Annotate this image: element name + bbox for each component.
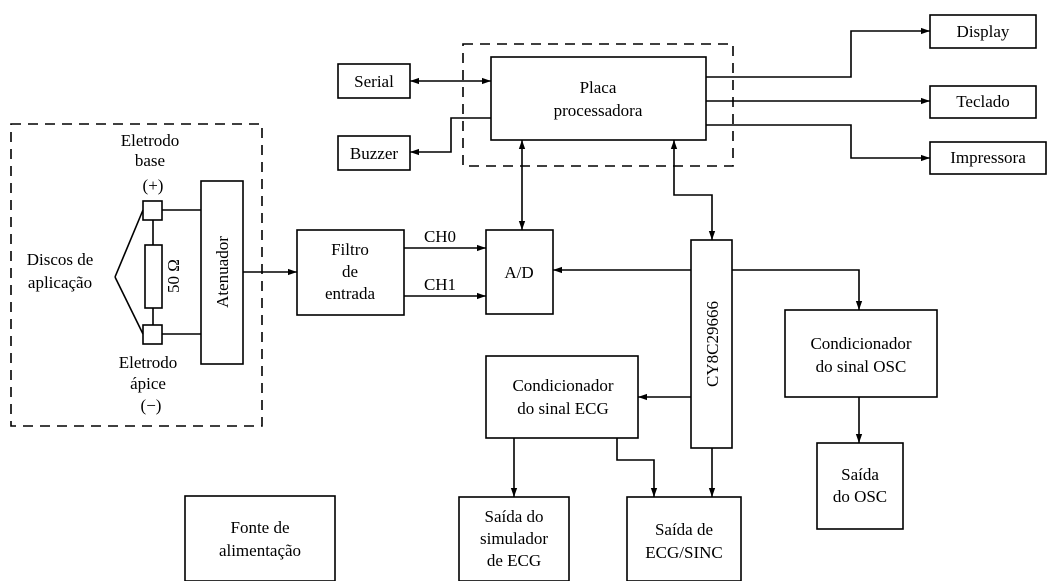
ad-converter-label: A/D [504, 263, 533, 282]
teclado-block [929, 85, 1037, 119]
osc-output-block [816, 442, 904, 530]
serial-label: Serial [354, 72, 394, 91]
display-block [929, 14, 1037, 49]
ecg-sync-output-label-1: Saída de [655, 520, 713, 539]
processor-to-impressora-arrow [706, 124, 930, 162]
power-supply-block [184, 495, 336, 581]
application-discs-label-2: aplicação [28, 273, 92, 292]
ecg-sync-output-label-2: ECG/SINC [645, 543, 722, 562]
teclado-label: Teclado [956, 92, 1010, 111]
osc-conditioner-block [784, 309, 938, 398]
input-filter-label-3: entrada [325, 284, 375, 303]
buzzer-label: Buzzer [350, 144, 398, 163]
ecg-simulator-output-label-1: Saída do [484, 507, 543, 526]
processor-board-label-2: processadora [554, 101, 643, 120]
processor-group-border [462, 43, 734, 167]
buzzer-block [337, 135, 411, 171]
ecg-conditioner-label-2: do sinal ECG [517, 399, 609, 418]
processor-microcontroller-link [670, 140, 716, 240]
applicator-group-border [10, 123, 263, 427]
apex-electrode-label-2: ápice [130, 374, 166, 393]
disc-wire-bottom [114, 276, 144, 335]
display-label: Display [957, 22, 1010, 41]
power-supply-label-1: Fonte de [230, 518, 289, 537]
osc-conditioner-label-2: do sinal OSC [816, 357, 907, 376]
microcontroller-to-osc-conditioner-arrow [732, 269, 863, 310]
apex-electrode-sign: (−) [141, 396, 162, 415]
apex-electrode-terminal [142, 324, 163, 345]
ecg-simulator-output-label-3: de ECG [487, 551, 541, 570]
channel-1-label: CH1 [424, 275, 456, 294]
osc-output-label-1: Saída [841, 465, 879, 484]
ecg-conditioner-block [485, 355, 639, 439]
osc-conditioner-label-1: Condicionador [810, 334, 911, 353]
input-filter-label-2: de [342, 262, 358, 281]
input-filter-label-1: Filtro [331, 240, 369, 259]
ad-converter-block [485, 229, 554, 315]
microcontroller-label: CY8C29666 [703, 301, 722, 387]
disc-wire-top [114, 209, 144, 278]
base-electrode-label-1: Eletrodo [121, 131, 180, 150]
impressora-label: Impressora [950, 148, 1026, 167]
ecg-simulator-output-label-2: simulador [480, 529, 548, 548]
power-supply-label-2: alimentação [219, 541, 301, 560]
processor-board-label-1: Placa [580, 78, 617, 97]
processor-to-buzzer-arrow [410, 117, 491, 156]
channel-0-label: CH0 [424, 227, 456, 246]
application-discs-label-1: Discos de [27, 250, 94, 269]
apex-electrode-label-1: Eletrodo [119, 353, 178, 372]
processor-to-display-arrow [706, 27, 930, 78]
osc-output-label-2: do OSC [833, 487, 887, 506]
ecg-simulator-output-block [458, 496, 570, 581]
ecg-conditioner-to-sync-output-arrow [616, 438, 658, 497]
attenuator-block [200, 180, 244, 365]
base-electrode-sign: (+) [143, 176, 164, 195]
ecg-conditioner-label-1: Condicionador [512, 376, 613, 395]
processor-board-block [490, 56, 707, 141]
resistor-block [144, 244, 163, 309]
base-electrode-label-2: base [135, 151, 165, 170]
attenuator-label: Atenuador [213, 236, 232, 308]
base-electrode-terminal [142, 200, 163, 221]
ecg-sync-output-block [626, 496, 742, 581]
resistor-label: 50 Ω [164, 259, 183, 293]
